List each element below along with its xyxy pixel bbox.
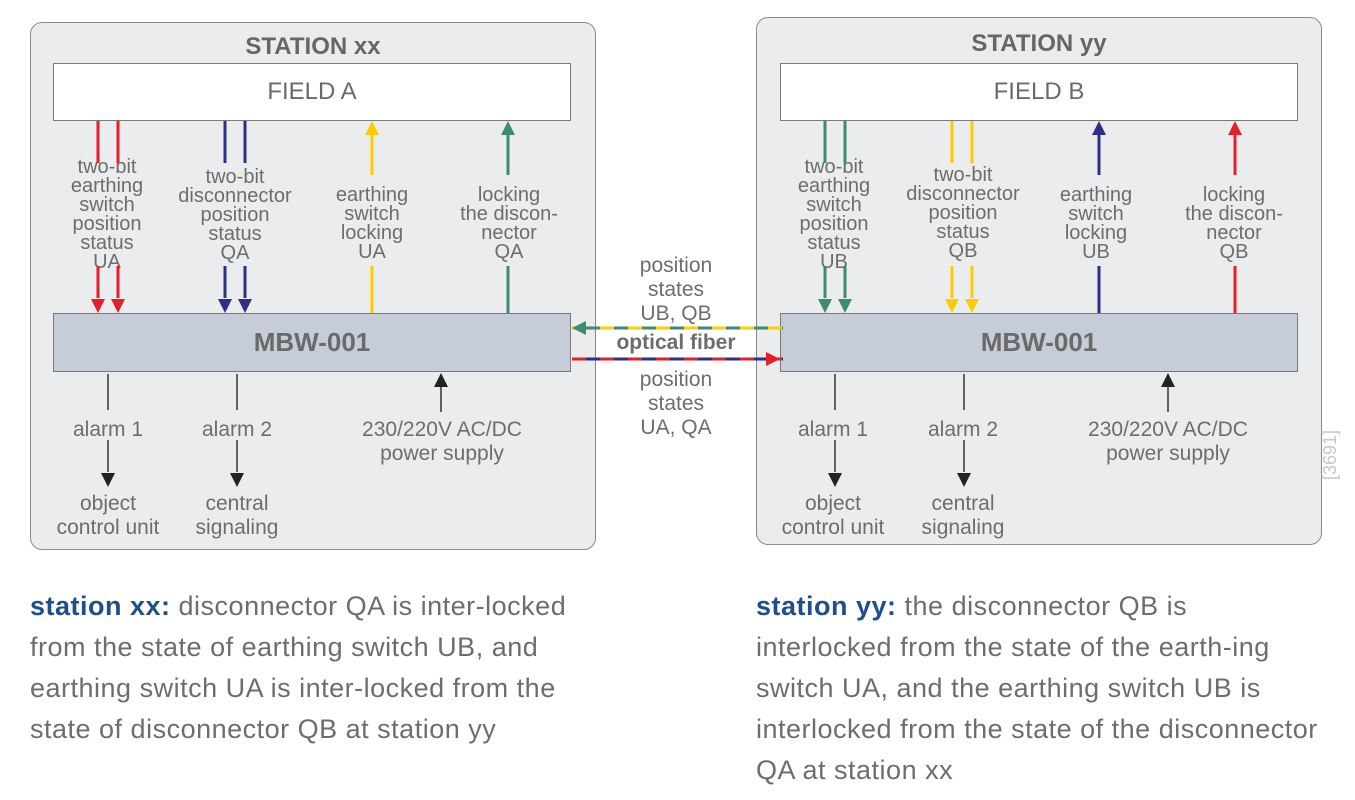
arrow-down-icon: [965, 299, 979, 313]
power-label-xx: 230/220V AC/DC power supply: [362, 418, 522, 465]
arrow-down-icon: [838, 299, 852, 313]
alarm1-target-xx: object control unit: [56, 492, 160, 539]
arrow-down-icon: [230, 473, 244, 487]
signal-label-yy-1: two-bit earthing switch position status …: [797, 156, 871, 273]
signal-label-xx-4: locking the discon- nector QA: [460, 184, 558, 263]
description-yy-text: the disconnector QB is interlocked from …: [756, 591, 1318, 785]
arrow-down-icon: [91, 299, 105, 313]
arrow-down-icon: [945, 299, 959, 313]
alarm2-target-yy: central signaling: [921, 492, 1005, 539]
device-yy: MBW-001: [780, 313, 1298, 372]
arrow-down-icon: [218, 299, 232, 313]
figure-code: [3691]: [1320, 429, 1340, 480]
arrow-up-icon: [501, 121, 515, 135]
description-yy-lead: station yy:: [756, 591, 897, 621]
signal-label-xx-2: two-bit disconnector position status QA: [178, 166, 292, 264]
link-label: optical fiber: [616, 331, 736, 354]
alarm2-target-xx: central signaling: [195, 492, 279, 539]
signal-label-xx-3: earthing switch locking UA: [335, 184, 409, 263]
description-xx-text: disconnector QA is inter-locked from the…: [30, 591, 567, 744]
arrow-up-icon: [365, 121, 379, 135]
field-b: FIELD B: [780, 63, 1298, 121]
device-xx: MBW-001: [53, 313, 571, 372]
arrow-right-icon: [766, 352, 780, 366]
arrow-left-icon: [572, 321, 586, 335]
signal-label-yy-2: two-bit disconnector position status QB: [906, 164, 1020, 262]
alarm2-label-yy: alarm 2: [927, 418, 999, 441]
link-upper-label: position states UB, QB: [639, 254, 713, 325]
alarm1-label-yy: alarm 1: [797, 418, 869, 441]
power-label-yy: 230/220V AC/DC power supply: [1088, 418, 1248, 465]
station-xx-title: STATION xx: [245, 33, 381, 60]
arrow-down-icon: [828, 473, 842, 487]
arrow-down-icon: [101, 473, 115, 487]
description-station-yy: station yy: the disconnector QB is inter…: [756, 586, 1326, 791]
arrow-up-icon: [1092, 121, 1106, 135]
alarm1-target-yy: object control unit: [781, 492, 885, 539]
link-lower-label: position states UA, QA: [639, 368, 713, 439]
description-xx-lead: station xx:: [30, 591, 171, 621]
alarm2-label-xx: alarm 2: [201, 418, 273, 441]
alarm1-label-xx: alarm 1: [72, 418, 144, 441]
signal-label-yy-4: locking the discon- nector QB: [1185, 184, 1283, 263]
signal-label-xx-1: two-bit earthing switch position status …: [70, 156, 144, 273]
arrow-up-icon: [434, 373, 448, 387]
signal-label-yy-3: earthing switch locking UB: [1059, 184, 1133, 263]
arrow-down-icon: [111, 299, 125, 313]
arrow-up-icon: [1228, 121, 1242, 135]
arrow-down-icon: [818, 299, 832, 313]
station-yy-title: STATION yy: [971, 30, 1107, 57]
arrow-down-icon: [238, 299, 252, 313]
field-a: FIELD A: [53, 63, 571, 121]
arrow-down-icon: [957, 473, 971, 487]
arrow-up-icon: [1161, 373, 1175, 387]
description-station-xx: station xx: disconnector QA is inter-loc…: [30, 586, 600, 750]
